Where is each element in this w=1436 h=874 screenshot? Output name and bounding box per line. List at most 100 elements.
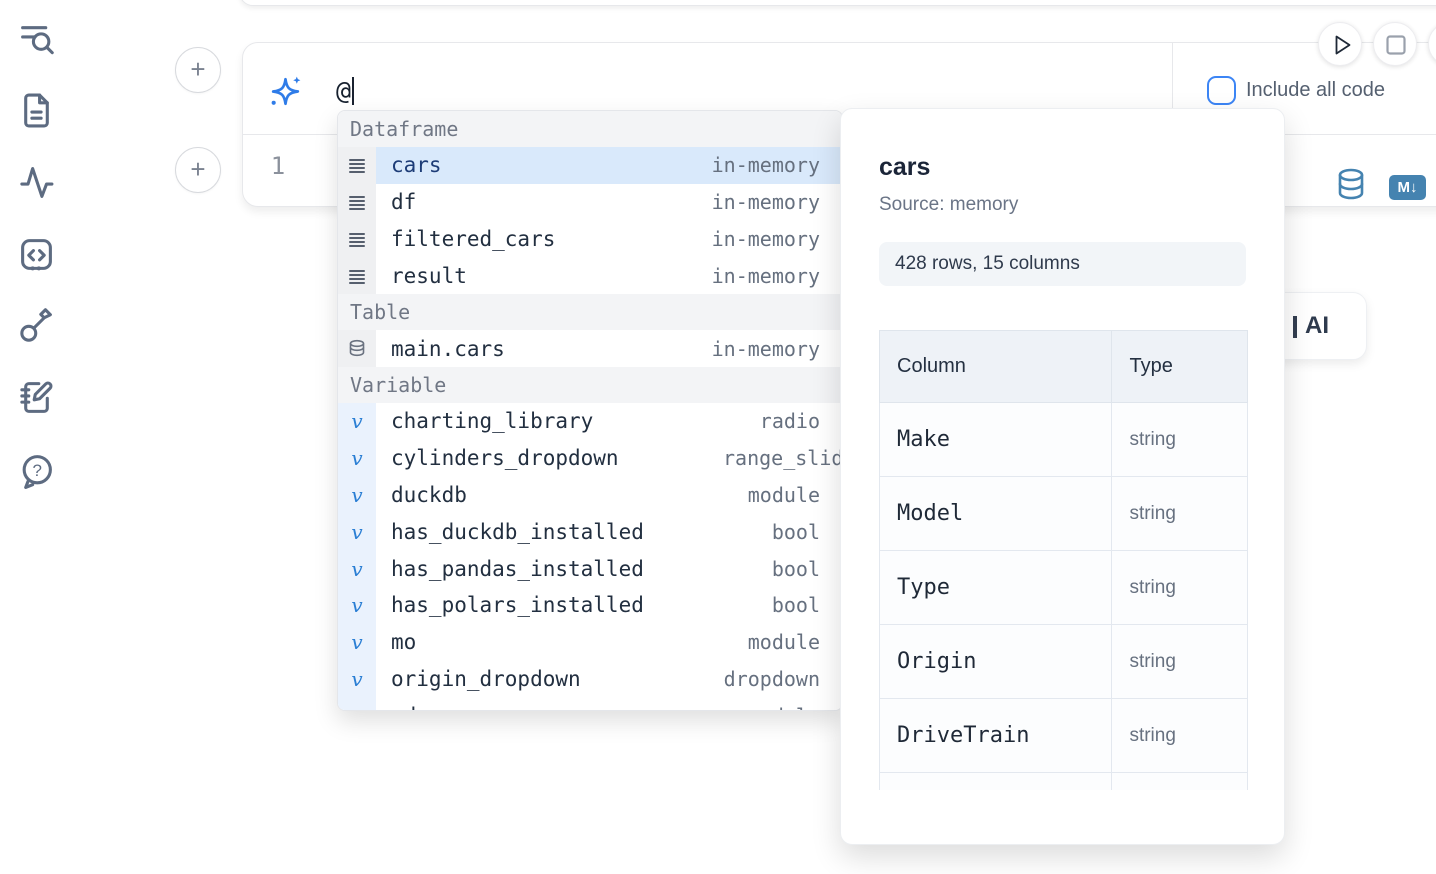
variable-icon-cell: v (338, 586, 376, 624)
variable-icon: v (351, 519, 363, 544)
key-icon[interactable] (18, 307, 55, 344)
autocomplete-section-header: Variable (338, 366, 842, 403)
file-icon[interactable] (18, 92, 55, 129)
run-cell-button[interactable] (1318, 22, 1362, 66)
autocomplete-item-name: origin_dropdown (391, 666, 581, 691)
autocomplete-section-header: Dataframe (338, 111, 842, 147)
schema-row-partial (879, 772, 1248, 790)
autocomplete-item[interactable]: v has_duckdb_installed bool (338, 513, 842, 551)
variable-icon-cell: v (338, 402, 376, 440)
preview-source: Source: memory (879, 194, 1019, 215)
schema-column-name: Model (879, 476, 1113, 551)
previous-cell-edge (239, 0, 1436, 6)
autocomplete-item-type: dropdown (723, 666, 820, 691)
rows-icon (349, 196, 365, 199)
autocomplete-item-type: in-memory (711, 190, 820, 215)
variable-icon-cell: v (338, 660, 376, 698)
autocomplete-item-name: has_pandas_installed (391, 556, 644, 581)
schema-column-name: Origin (879, 624, 1113, 699)
autocomplete-section-header: Table (338, 294, 842, 331)
prompt-value: @ (336, 76, 352, 105)
add-cell-button-top[interactable]: + (175, 47, 221, 93)
autocomplete-item-name: has_polars_installed (391, 593, 644, 618)
activity-icon[interactable] (18, 164, 55, 201)
stop-button[interactable] (1373, 22, 1417, 66)
autocomplete-item[interactable]: vpdmodule (338, 697, 842, 710)
dataframe-rows-icon-cell (338, 220, 376, 258)
markdown-badge-icon[interactable]: M↓ (1389, 175, 1426, 200)
dataframe-rows-icon-cell (338, 183, 376, 221)
schema-column-type: string (1111, 624, 1248, 699)
autocomplete-item-type: range_slider (723, 446, 842, 471)
ai-button-label: AI (1305, 312, 1329, 339)
scratchpad-icon[interactable] (18, 379, 55, 416)
variable-icon: v (351, 482, 363, 507)
ai-prompt-row[interactable]: @ Include all code (243, 43, 1436, 134)
add-cell-button-bottom[interactable]: + (175, 147, 221, 193)
autocomplete-item-type: bool (771, 519, 820, 544)
svg-text:?: ? (33, 461, 42, 480)
schema-column-type: string (1111, 476, 1248, 551)
ai-prompt-input[interactable]: @ (336, 76, 355, 105)
text-caret (352, 77, 355, 105)
variable-icon-cell: v (338, 476, 376, 514)
include-all-code-label: Include all code (1246, 79, 1385, 101)
database-icon[interactable] (1337, 168, 1365, 201)
sidebar: ? (0, 0, 72, 874)
snippets-icon[interactable] (18, 236, 55, 273)
autocomplete-item-name: charting_library (391, 409, 594, 434)
schema-column-name: DriveTrain (879, 698, 1113, 773)
autocomplete-item-type: module (748, 704, 842, 710)
dataframe-rows-icon-cell (338, 257, 376, 295)
autocomplete-item-type: module (747, 630, 820, 655)
schema-column-type: string (1111, 698, 1248, 773)
line-number: 1 (270, 152, 286, 180)
autocomplete-item-type: module (747, 482, 820, 507)
autocomplete-item-name: main.cars (391, 336, 505, 361)
variable-icon: v (351, 593, 363, 618)
autocomplete-item-name: df (391, 190, 417, 215)
schema-column-name: Make (879, 402, 1113, 477)
sparkle-icon (271, 76, 301, 106)
schema-column-name: Type (879, 550, 1113, 625)
autocomplete-item-name: result (391, 263, 467, 288)
autocomplete-item[interactable]: v origin_dropdown dropdown (338, 660, 842, 698)
variable-icon: v (351, 409, 363, 434)
help-icon[interactable]: ? (18, 452, 55, 489)
include-all-code-checkbox[interactable] (1207, 76, 1236, 105)
rows-icon (349, 232, 365, 236)
variable-icon-cell: v (338, 623, 376, 661)
dataframe-rows-icon-cell (338, 147, 376, 184)
toc-search-icon[interactable] (18, 20, 55, 57)
rows-icon (349, 269, 365, 272)
ai-button-glyph-fragment (1293, 316, 1297, 338)
variable-icon-cell: v (338, 439, 376, 477)
autocomplete-item[interactable]: v charting_library radio (338, 402, 842, 440)
table-icon (349, 339, 365, 357)
preview-title: cars (879, 153, 931, 181)
schema-column-type: string (1111, 402, 1248, 477)
autocomplete-item-name: has_duckdb_installed (391, 519, 644, 544)
autocomplete-item-name: duckdb (391, 482, 467, 507)
autocomplete-item[interactable]: v duckdb module (338, 476, 842, 514)
variable-icon: v (351, 666, 363, 691)
autocomplete-item-name: mo (391, 630, 417, 655)
variable-icon-cell: v (338, 550, 376, 587)
schema-column-type: string (1111, 550, 1248, 625)
autocomplete-item-type: radio (759, 409, 820, 434)
autocomplete-item[interactable]: df in-memory (338, 183, 842, 221)
